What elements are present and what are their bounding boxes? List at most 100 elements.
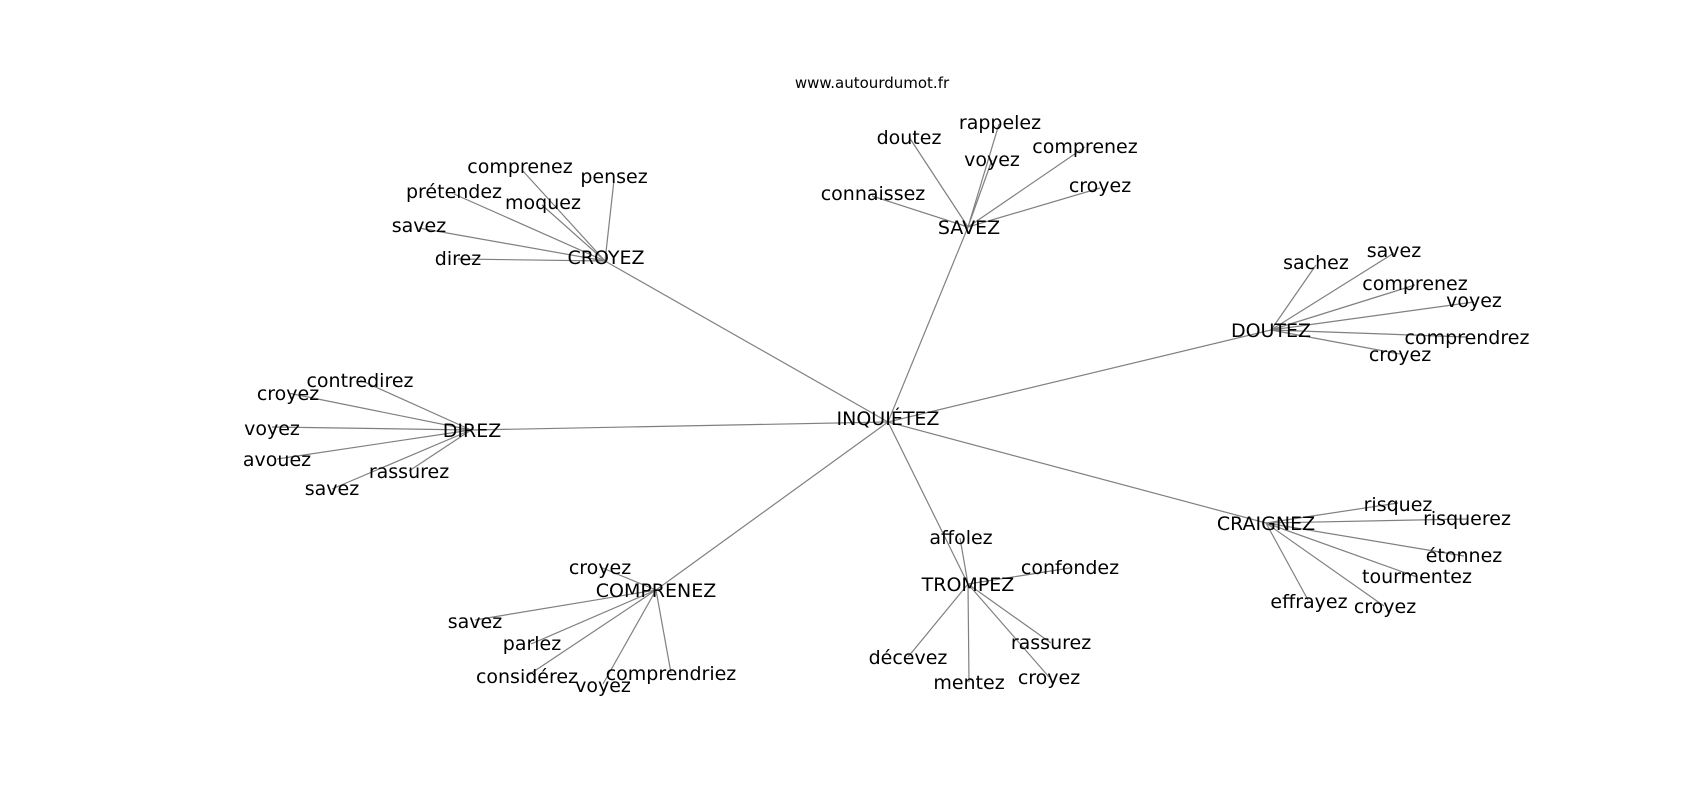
leaf-node-label[interactable]: contredirez <box>306 370 413 392</box>
hub-node-label[interactable]: TROMPEZ <box>921 574 1015 596</box>
leaf-node-label[interactable]: prétendez <box>406 181 502 203</box>
edge-comprenez-3 <box>526 589 657 677</box>
hub-node-label[interactable]: DOUTEZ <box>1231 320 1311 342</box>
edge-savez-0 <box>908 136 969 228</box>
edge-croyez-0 <box>521 169 606 262</box>
leaf-node-label[interactable]: croyez <box>1369 344 1431 366</box>
graph-edges <box>271 123 1475 685</box>
edge-direz-0 <box>359 379 472 431</box>
edge-center-trompez <box>887 421 969 585</box>
edge-doutez-3 <box>1270 301 1475 331</box>
leaf-node-label[interactable]: pensez <box>580 166 647 188</box>
leaf-node-label[interactable]: croyez <box>1354 596 1416 618</box>
edge-comprenez-0 <box>599 566 657 591</box>
edge-craignez-3 <box>1265 522 1418 578</box>
edge-trompez-3 <box>907 583 969 658</box>
edge-craignez-1 <box>1265 518 1468 524</box>
edge-center-comprenez <box>655 421 889 591</box>
edge-craignez-4 <box>1265 522 1309 601</box>
edge-comprenez-5 <box>602 589 657 685</box>
edge-savez-1 <box>967 123 1000 228</box>
leaf-node-label[interactable]: comprenez <box>467 156 572 178</box>
leaf-node-label[interactable]: rappelez <box>959 112 1041 134</box>
leaf-node-label[interactable]: voyez <box>244 418 300 440</box>
leaf-node-label[interactable]: risquez <box>1364 494 1433 516</box>
edge-doutez-1 <box>1270 252 1395 331</box>
leaf-node-label[interactable]: tourmentez <box>1362 566 1472 588</box>
leaf-node-label[interactable]: comprenez <box>1032 136 1137 158</box>
edge-trompez-2 <box>967 583 1052 644</box>
watermark-text: www.autourdumot.fr <box>795 74 950 92</box>
leaf-node-label[interactable]: comprenez <box>1362 273 1467 295</box>
edge-craignez-2 <box>1265 522 1465 557</box>
hub-node-label[interactable]: COMPRENEZ <box>596 580 717 602</box>
leaf-node-label[interactable]: doutez <box>877 127 942 149</box>
edge-comprenez-2 <box>530 589 657 645</box>
edge-center-croyez <box>604 260 889 423</box>
edge-croyez-2 <box>453 193 606 262</box>
edge-direz-1 <box>287 392 472 431</box>
leaf-node-label[interactable]: croyez <box>1018 667 1080 689</box>
leaf-node-label[interactable]: savez <box>305 478 359 500</box>
edge-craignez-0 <box>1265 502 1399 524</box>
leaf-node-label[interactable]: croyez <box>257 383 319 405</box>
edge-center-direz <box>470 421 889 431</box>
edge-croyez-1 <box>604 179 615 262</box>
edge-croyez-5 <box>457 258 606 262</box>
edge-croyez-3 <box>541 204 606 262</box>
leaf-node-label[interactable]: savez <box>1367 240 1421 262</box>
edge-savez-3 <box>967 146 1086 228</box>
edge-doutez-2 <box>1270 284 1416 331</box>
leaf-node-label[interactable]: croyez <box>569 557 631 579</box>
leaf-node-label[interactable]: sachez <box>1283 252 1349 274</box>
leaf-node-label[interactable]: risquerez <box>1423 508 1511 530</box>
edge-center-savez <box>887 226 969 423</box>
edge-direz-4 <box>408 429 472 472</box>
edge-trompez-1 <box>967 567 1071 585</box>
center-node-label[interactable]: INQUIÉTEZ <box>837 407 940 430</box>
leaf-node-label[interactable]: étonnez <box>1426 545 1503 567</box>
leaf-node-label[interactable]: croyez <box>1069 175 1131 197</box>
leaf-node-label[interactable]: savez <box>448 611 502 633</box>
hub-node-label[interactable]: CROYEZ <box>567 247 644 269</box>
edge-doutez-0 <box>1270 264 1317 331</box>
leaf-node-label[interactable]: avouez <box>243 449 311 471</box>
edge-craignez-5 <box>1265 522 1385 607</box>
edge-comprenez-1 <box>474 589 657 621</box>
hub-node-label[interactable]: DIREZ <box>443 420 501 442</box>
edge-savez-2 <box>967 159 993 228</box>
leaf-node-label[interactable]: affolez <box>929 527 992 549</box>
edge-trompez-4 <box>967 583 1050 678</box>
edge-savez-4 <box>871 195 969 228</box>
edge-croyez-4 <box>418 227 606 262</box>
leaf-node-label[interactable]: mentez <box>933 672 1004 694</box>
leaf-node-label[interactable]: voyez <box>1446 290 1502 312</box>
edge-doutez-5 <box>1270 329 1401 355</box>
edge-trompez-0 <box>959 537 969 585</box>
hub-node-label[interactable]: SAVEZ <box>938 217 1000 239</box>
edge-direz-3 <box>276 429 472 460</box>
leaf-node-label[interactable]: considérez <box>476 666 578 688</box>
leaf-node-label[interactable]: direz <box>435 248 481 270</box>
leaf-node-label[interactable]: moquez <box>505 192 581 214</box>
leaf-node-label[interactable]: décevez <box>869 647 948 669</box>
leaf-node-label[interactable]: voyez <box>964 149 1020 171</box>
leaf-node-label[interactable]: savez <box>392 215 446 237</box>
edge-direz-2 <box>271 426 472 431</box>
leaf-node-label[interactable]: confondez <box>1021 557 1119 579</box>
leaf-node-label[interactable]: comprendriez <box>606 663 737 685</box>
edge-center-doutez <box>887 329 1272 423</box>
edge-savez-5 <box>967 187 1101 228</box>
edge-comprenez-4 <box>655 589 672 674</box>
leaf-node-label[interactable]: effrayez <box>1270 591 1347 613</box>
edge-center-craignez <box>887 421 1267 524</box>
hub-node-label[interactable]: CRAIGNEZ <box>1217 513 1315 535</box>
leaf-node-label[interactable]: voyez <box>575 675 631 697</box>
leaf-node-label[interactable]: connaissez <box>821 183 926 205</box>
leaf-node-label[interactable]: comprendrez <box>1405 327 1530 349</box>
leaf-node-label[interactable]: rassurez <box>369 461 449 483</box>
leaf-node-label[interactable]: rassurez <box>1011 632 1091 654</box>
leaf-node-label[interactable]: parlez <box>503 633 561 655</box>
